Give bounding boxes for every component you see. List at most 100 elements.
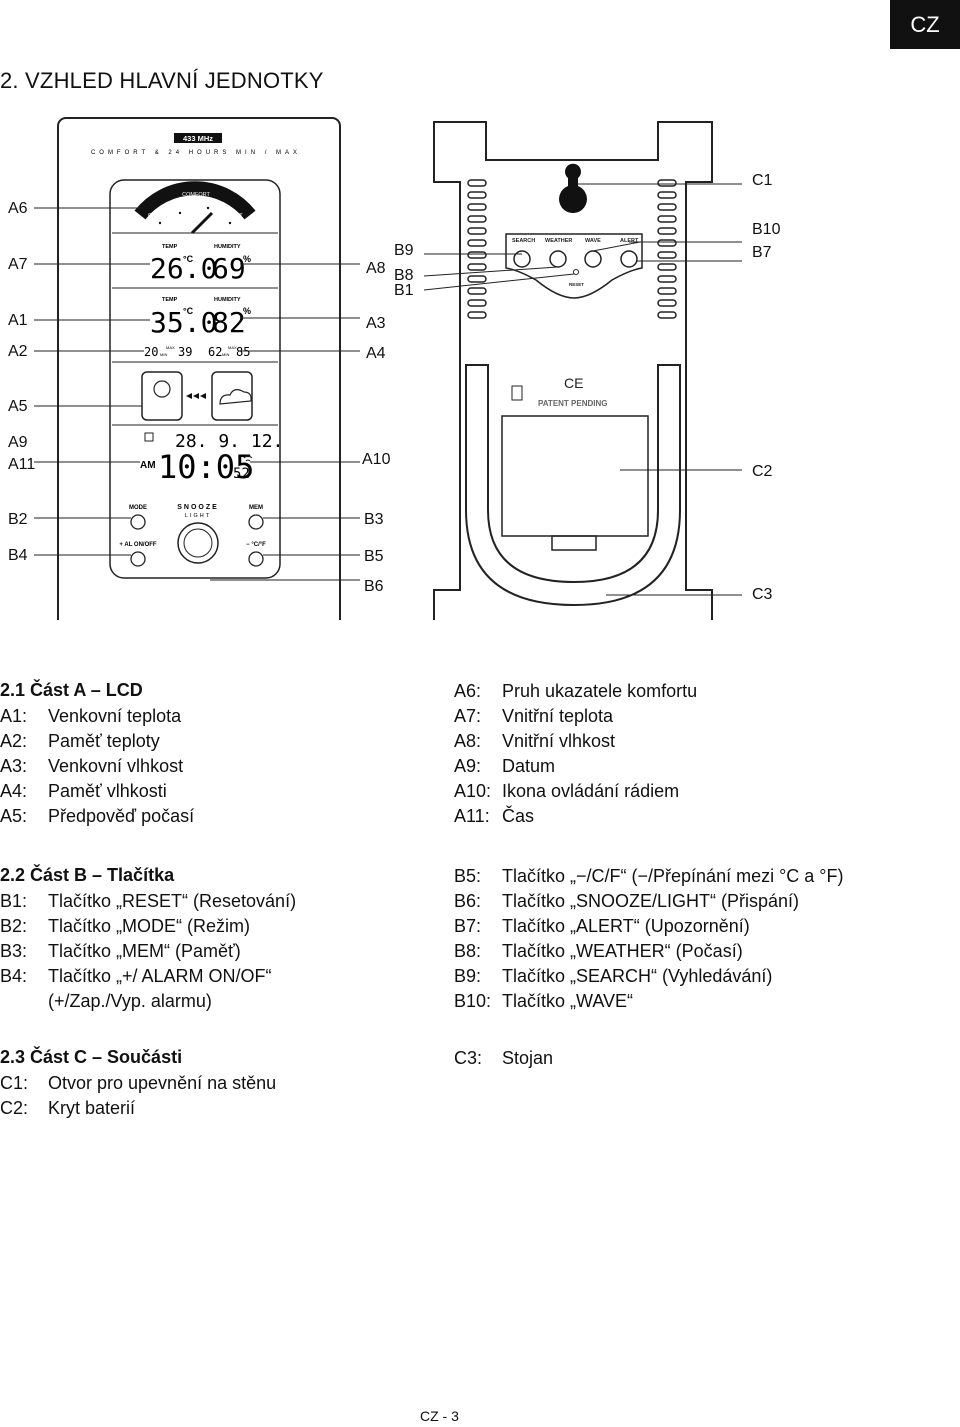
seconds-value: 52 xyxy=(233,466,250,482)
label-c3: C3 xyxy=(752,586,773,603)
alarm-icon xyxy=(144,432,154,442)
mem-temp-min: 20 xyxy=(144,345,158,359)
def-b4: B4:Tlačítko „+/ ALARM ON/OF“ xyxy=(0,966,272,986)
label-a1: A1 xyxy=(8,312,28,329)
label-b6: B6 xyxy=(364,578,384,595)
in-hum-caption: HUMIDITY xyxy=(214,244,241,250)
label-c1: C1 xyxy=(752,172,773,189)
def-a2: A2:Paměť teploty xyxy=(0,731,160,751)
search-button[interactable] xyxy=(513,250,531,268)
reset-button[interactable] xyxy=(573,269,579,275)
battery-cover xyxy=(501,415,649,537)
front-top-text: COMFORT & 24 HOURS MIN / MAX xyxy=(91,150,301,156)
page-title: 2. VZHLED HLAVNÍ JEDNOTKY xyxy=(0,68,324,93)
comfort-needle xyxy=(190,211,214,235)
reset-caption: RESET xyxy=(569,282,584,287)
out-temp-caption: TEMP xyxy=(162,297,178,303)
mem-button[interactable] xyxy=(248,514,264,530)
in-hum-value: 69 xyxy=(212,252,246,285)
mem-hum-min: 62 xyxy=(208,345,222,359)
label-b10: B10 xyxy=(752,221,781,238)
frequency-label: 433 MHz xyxy=(183,134,213,143)
def-a4: A4:Paměť vlhkosti xyxy=(0,781,167,801)
label-a7: A7 xyxy=(8,256,28,273)
def-b7: B7:Tlačítko „ALERT“ (Upozornění) xyxy=(454,916,750,936)
in-hum-unit: % xyxy=(243,254,251,264)
def-b6: B6:Tlačítko „SNOOZE/LIGHT“ (Přispání) xyxy=(454,891,800,911)
weather-button[interactable] xyxy=(549,250,567,268)
snooze-light-button[interactable] xyxy=(177,522,219,564)
label-b4: B4 xyxy=(8,547,28,564)
language-badge: CZ xyxy=(890,0,960,49)
label-c2: C2 xyxy=(752,463,773,480)
label-a4: A4 xyxy=(366,345,386,362)
out-temp-value: 35.0 xyxy=(150,306,217,339)
search-caption: SEARCH xyxy=(512,238,535,244)
alert-caption: ALERT xyxy=(620,238,639,244)
label-b9: B9 xyxy=(394,242,414,259)
label-b5: B5 xyxy=(364,548,384,565)
out-hum-unit: % xyxy=(243,306,251,316)
section-a-title: 2.1 Část A – LCD xyxy=(0,680,143,700)
mem-temp-max: 39 xyxy=(178,345,192,359)
wave-caption: WAVE xyxy=(585,238,601,244)
def-c1: C1:Otvor pro upevnění na stěnu xyxy=(0,1073,277,1093)
out-hum-value: 82 xyxy=(212,306,246,339)
ce-mark: CE xyxy=(564,375,583,391)
label-a11: A11 xyxy=(8,456,36,473)
al-onoff-button[interactable] xyxy=(130,551,146,567)
mem-max-label: MAX xyxy=(166,345,175,350)
def-b3: B3:Tlačítko „MEM“ (Paměť) xyxy=(0,941,241,961)
mem-caption: MEM xyxy=(249,505,263,511)
def-a11: A11:Čas xyxy=(454,806,535,826)
label-b2: B2 xyxy=(8,511,28,528)
def-a9: A9:Datum xyxy=(454,756,556,776)
def-b9: B9:Tlačítko „SEARCH“ (Vyhledávání) xyxy=(454,966,773,986)
snooze-caption: SNOOZE xyxy=(177,504,219,511)
wall-mount-hole xyxy=(559,163,587,214)
label-a2: A2 xyxy=(8,343,28,360)
def-b1: B1:Tlačítko „RESET“ (Resetování) xyxy=(0,891,297,911)
weather-caption: WEATHER xyxy=(545,238,572,244)
def-c2: C2:Kryt baterií xyxy=(0,1098,136,1118)
cloud-sun-icon xyxy=(219,389,252,405)
cf-button[interactable] xyxy=(248,551,264,567)
mode-caption: MODE xyxy=(129,505,147,511)
light-caption: LIGHT xyxy=(185,513,211,519)
def-b8: B8:Tlačítko „WEATHER“ (Počasí) xyxy=(454,941,743,961)
sun-icon xyxy=(153,380,171,398)
mem-hum-min-label: MIN xyxy=(222,352,229,357)
def-c3: C3:Stojan xyxy=(454,1048,554,1068)
section-c-title: 2.3 Část C – Součásti xyxy=(0,1047,183,1067)
label-b1: B1 xyxy=(394,282,414,299)
date-value: 28. 9. 12. xyxy=(175,431,283,452)
wave-button[interactable] xyxy=(584,250,602,268)
def-a1: A1:Venkovní teplota xyxy=(0,706,182,726)
alert-button[interactable] xyxy=(620,250,638,268)
def-a8: A8:Vnitřní vlhkost xyxy=(454,731,616,751)
trend-arrows-icon xyxy=(186,393,206,399)
label-a3: A3 xyxy=(366,315,386,332)
section-b-title: 2.2 Část B – Tlačítka xyxy=(0,865,175,885)
label-a5: A5 xyxy=(8,398,28,415)
mem-hum-max-label: MAX xyxy=(228,345,237,350)
front-unit: 433 MHz COMFORT & 24 HOURS MIN / MAX COM… xyxy=(57,117,341,620)
device-figure: 433 MHz COMFORT & 24 HOURS MIN / MAX COM… xyxy=(34,117,742,620)
def-b4-cont: (+/Zap./Vyp. alarmu) xyxy=(48,991,212,1011)
in-temp-caption: TEMP xyxy=(162,244,178,250)
in-temp-unit: °C xyxy=(183,254,194,264)
mem-hum-max: 85 xyxy=(236,345,250,359)
def-b2: B2:Tlačítko „MODE“ (Režim) xyxy=(0,916,250,936)
in-temp-value: 26.0 xyxy=(150,252,217,285)
mode-button[interactable] xyxy=(130,514,146,530)
am-indicator: AM xyxy=(140,460,156,471)
stand xyxy=(465,364,681,607)
label-a9: A9 xyxy=(8,434,28,451)
label-b3: B3 xyxy=(364,511,384,528)
out-hum-caption: HUMIDITY xyxy=(214,297,241,303)
patent-text: PATENT PENDING xyxy=(538,399,607,408)
cold-label: COLD xyxy=(148,213,162,219)
page-number: CZ - 3 xyxy=(420,1408,459,1424)
def-a3: A3:Venkovní vlhkost xyxy=(0,756,184,776)
hot-label: HOT xyxy=(232,213,243,219)
